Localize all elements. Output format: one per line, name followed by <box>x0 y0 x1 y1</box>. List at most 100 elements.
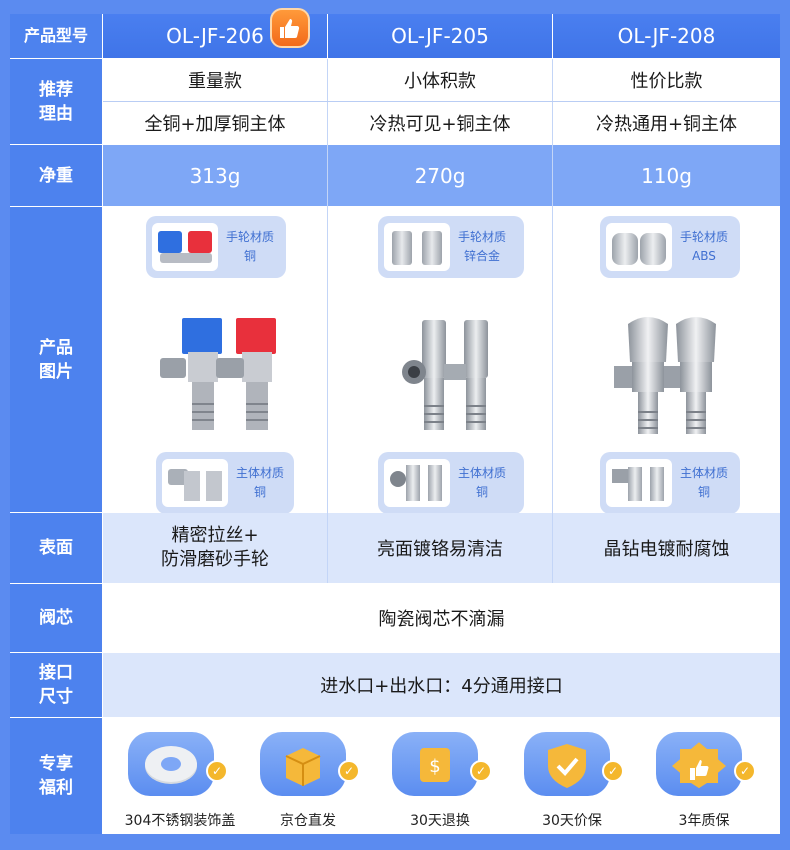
label-core-text: 阀芯 <box>39 608 73 628</box>
handle-material-label-2: 手轮材质 <box>457 230 506 244</box>
label-surface: 表面 <box>10 513 102 583</box>
valve-image-3 <box>608 312 732 440</box>
weight-1-text: 313g <box>189 163 241 188</box>
body-thumb-1 <box>162 459 228 507</box>
label-model-text: 产品型号 <box>23 26 88 45</box>
benefit-5-text: 3年质保 <box>678 813 730 829</box>
body-material-2: 铜 <box>475 485 488 499</box>
row-divider-rec <box>103 101 780 102</box>
surface-1-text: 精密拉丝+ 防滑磨砂手轮 <box>161 525 269 570</box>
rec-title-1: 重量款 <box>103 59 327 101</box>
label-images: 产品 图片 <box>10 207 102 512</box>
handle-material-2: 锌合金 <box>463 249 500 263</box>
weight-3: 110g <box>553 145 780 206</box>
rec-title-2-text: 小体积款 <box>404 71 476 92</box>
col-divider-1 <box>327 59 328 513</box>
body-material-3: 铜 <box>697 485 710 499</box>
col-divider-2b <box>552 513 553 583</box>
model-208: OL-JF-208 <box>617 24 716 48</box>
label-benefits-text: 专享 福利 <box>39 754 73 798</box>
benefit-4: 30天价保 <box>522 810 622 830</box>
body-callout-1: 主体材质铜 <box>156 452 294 514</box>
benefit-3: 30天退换 <box>390 810 490 830</box>
benefit-3-text: 30天退换 <box>410 813 470 829</box>
rec-reason-1-text: 全铜+加厚铜主体 <box>144 114 286 135</box>
label-recommend-text: 推荐 理由 <box>39 79 73 124</box>
handle-material-label-1: 手轮材质 <box>225 230 274 244</box>
body-material-label-1: 主体材质 <box>235 466 284 480</box>
handle-thumb-3 <box>606 223 672 271</box>
model-header-2: OL-JF-205 <box>328 14 552 58</box>
thumbs-up-icon <box>270 8 310 48</box>
surface-2: 亮面镀铬易清洁 <box>328 513 552 583</box>
col-divider-2 <box>552 59 553 513</box>
rec-title-2: 小体积款 <box>328 59 552 101</box>
check-icon-3: ✓ <box>470 760 492 782</box>
handle-thumb-1 <box>152 223 218 271</box>
box-icon <box>260 732 346 796</box>
benefit-5: 3年质保 <box>654 810 754 830</box>
core-value: 陶瓷阀芯不滴漏 <box>103 584 780 652</box>
model-205: OL-JF-205 <box>391 24 489 48</box>
handle-thumb-2 <box>384 223 450 271</box>
body-callout-3: 主体材质铜 <box>600 452 740 514</box>
rec-title-1-text: 重量款 <box>188 71 242 92</box>
label-recommend: 推荐 理由 <box>10 59 102 144</box>
weight-2: 270g <box>328 145 552 206</box>
weight-2-text: 270g <box>414 163 466 188</box>
benefit-2: 京仓直发 <box>258 810 358 830</box>
check-icon-2: ✓ <box>338 760 360 782</box>
label-port: 接口 尺寸 <box>10 653 102 717</box>
benefit-1-text: 304不锈钢装饰盖 <box>124 813 236 829</box>
label-benefits: 专享 福利 <box>10 718 102 834</box>
rec-reason-2: 冷热可见+铜主体 <box>328 102 552 144</box>
model-206: OL-JF-206 <box>166 24 264 48</box>
port-value: 进水口+出水口：4分通用接口 <box>103 653 780 717</box>
label-weight: 净重 <box>10 145 102 206</box>
handle-callout-3: 手轮材质 ABS <box>600 216 740 278</box>
thumb-up-badge-icon <box>656 732 742 796</box>
washer-icon <box>128 732 214 796</box>
benefit-4-text: 30天价保 <box>542 813 602 829</box>
return-icon: $ <box>392 732 478 796</box>
surface-3: 晶钻电镀耐腐蚀 <box>553 513 780 583</box>
model-header-3: OL-JF-208 <box>553 14 780 58</box>
port-value-text: 进水口+出水口：4分通用接口 <box>320 676 563 697</box>
svg-text:$: $ <box>429 756 440 777</box>
label-surface-text: 表面 <box>39 538 73 558</box>
surface-2-text: 亮面镀铬易清洁 <box>377 539 503 560</box>
body-material-label-2: 主体材质 <box>457 466 506 480</box>
body-thumb-2 <box>384 459 450 507</box>
weight-3-text: 110g <box>641 163 692 188</box>
rec-title-3: 性价比款 <box>553 59 780 101</box>
label-port-text: 接口 尺寸 <box>39 663 73 707</box>
body-material-label-3: 主体材质 <box>679 466 728 480</box>
comparison-table: 产品型号 推荐 理由 净重 产品 图片 表面 阀芯 接口 尺寸 专享 福利 OL… <box>10 8 780 834</box>
rec-reason-2-text: 冷热可见+铜主体 <box>369 114 511 135</box>
rec-reason-3: 冷热通用+铜主体 <box>553 102 780 144</box>
label-images-text: 产品 图片 <box>39 337 73 382</box>
rec-reason-3-text: 冷热通用+铜主体 <box>595 114 738 135</box>
benefit-2-text: 京仓直发 <box>280 813 336 829</box>
label-core: 阀芯 <box>10 584 102 652</box>
core-value-text: 陶瓷阀芯不滴漏 <box>378 609 505 630</box>
weight-1: 313g <box>103 145 327 206</box>
surface-1: 精密拉丝+ 防滑磨砂手轮 <box>103 513 327 583</box>
handle-callout-1: 手轮材质铜 <box>146 216 286 278</box>
check-icon-4: ✓ <box>602 760 624 782</box>
handle-material-3: ABS <box>692 249 716 263</box>
body-thumb-3 <box>606 459 672 507</box>
surface-3-text: 晶钻电镀耐腐蚀 <box>603 539 730 560</box>
body-callout-2: 主体材质铜 <box>378 452 524 514</box>
handle-material-label-3: 手轮材质 <box>679 230 728 244</box>
benefit-1: 304不锈钢装饰盖 <box>110 810 250 830</box>
check-icon-5: ✓ <box>734 760 756 782</box>
rec-title-3-text: 性价比款 <box>630 71 703 92</box>
valve-image-2 <box>394 314 504 439</box>
check-icon-1: ✓ <box>206 760 228 782</box>
col-divider-1b <box>327 513 328 583</box>
label-model: 产品型号 <box>10 14 102 58</box>
label-weight-text: 净重 <box>39 165 73 186</box>
handle-callout-2: 手轮材质锌合金 <box>378 216 524 278</box>
shield-icon <box>524 732 610 796</box>
